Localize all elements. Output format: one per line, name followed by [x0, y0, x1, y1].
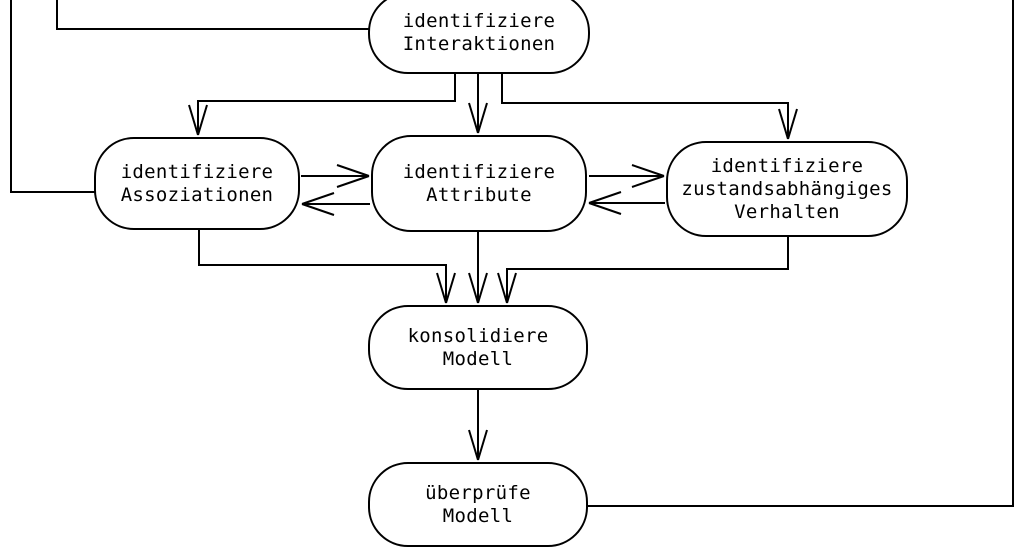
- node-konsolidiere-modell-label: konsolidiere Modell: [407, 324, 549, 370]
- arrowhead-down-icon: [468, 429, 479, 461]
- arrowhead-left-icon: [301, 192, 335, 205]
- edge-offscreen-top--identifiziere-assoziationen: [10, 0, 96, 193]
- node-identifiziere-interaktionen: identifiziere Interaktionen: [368, 0, 590, 74]
- arrowhead-down-icon: [445, 272, 456, 304]
- arrowhead-down-icon: [506, 272, 517, 304]
- arrowhead-right-icon: [631, 164, 665, 177]
- edge-offscreen-top--identifiziere-interaktionen: [56, 0, 370, 30]
- node-identifiziere-attribute-label: identifiziere Attribute: [402, 160, 556, 206]
- edge-identifiziere-interaktionen--identifiziere-zustandsabhaengiges-verhalten: [501, 74, 789, 139]
- arrowhead-down-icon: [477, 102, 488, 134]
- arrowhead-down-icon: [468, 102, 479, 134]
- arrowhead-down-icon: [436, 272, 447, 304]
- arrowhead-left-icon: [588, 202, 622, 215]
- node-identifiziere-assoziationen: identifiziere Assoziationen: [94, 137, 300, 230]
- arrowhead-down-icon: [477, 429, 488, 461]
- arrowhead-down-icon: [468, 272, 479, 304]
- arrowhead-left-icon: [301, 203, 335, 216]
- edge-ueberpruefe-modell--offscreen-top: [588, 0, 1014, 507]
- arrowhead-down-icon: [497, 272, 508, 304]
- node-identifiziere-zustandsabhaengiges-verhalten: identifiziere zustandsabhängiges Verhalt…: [666, 141, 908, 237]
- edge-identifiziere-assoziationen--konsolidiere-modell: [198, 230, 447, 303]
- arrowhead-down-icon: [188, 104, 199, 136]
- edge-identifiziere-interaktionen--identifiziere-assoziationen: [197, 74, 456, 135]
- edge-identifiziere-zustandsabhaengiges-verhalten--konsolidiere-modell: [506, 237, 789, 303]
- node-identifiziere-interaktionen-label: identifiziere Interaktionen: [402, 10, 556, 55]
- node-identifiziere-attribute: identifiziere Attribute: [371, 135, 587, 232]
- node-identifiziere-assoziationen-label: identifiziere Assoziationen: [120, 160, 274, 206]
- arrowhead-down-icon: [477, 272, 488, 304]
- arrowhead-down-icon: [787, 108, 798, 140]
- node-konsolidiere-modell: konsolidiere Modell: [368, 305, 588, 390]
- arrowhead-right-icon: [336, 175, 370, 188]
- node-ueberpruefe-modell: überprüfe Modell: [368, 462, 588, 547]
- arrowhead-down-icon: [197, 104, 208, 136]
- arrowhead-down-icon: [778, 108, 789, 140]
- node-identifiziere-zustandsabhaengiges-verhalten-label: identifiziere zustandsabhängiges Verhalt…: [681, 154, 893, 223]
- arrowhead-right-icon: [336, 164, 370, 177]
- arrowhead-right-icon: [631, 175, 665, 188]
- node-ueberpruefe-modell-label: überprüfe Modell: [425, 481, 531, 527]
- arrowhead-left-icon: [588, 191, 622, 204]
